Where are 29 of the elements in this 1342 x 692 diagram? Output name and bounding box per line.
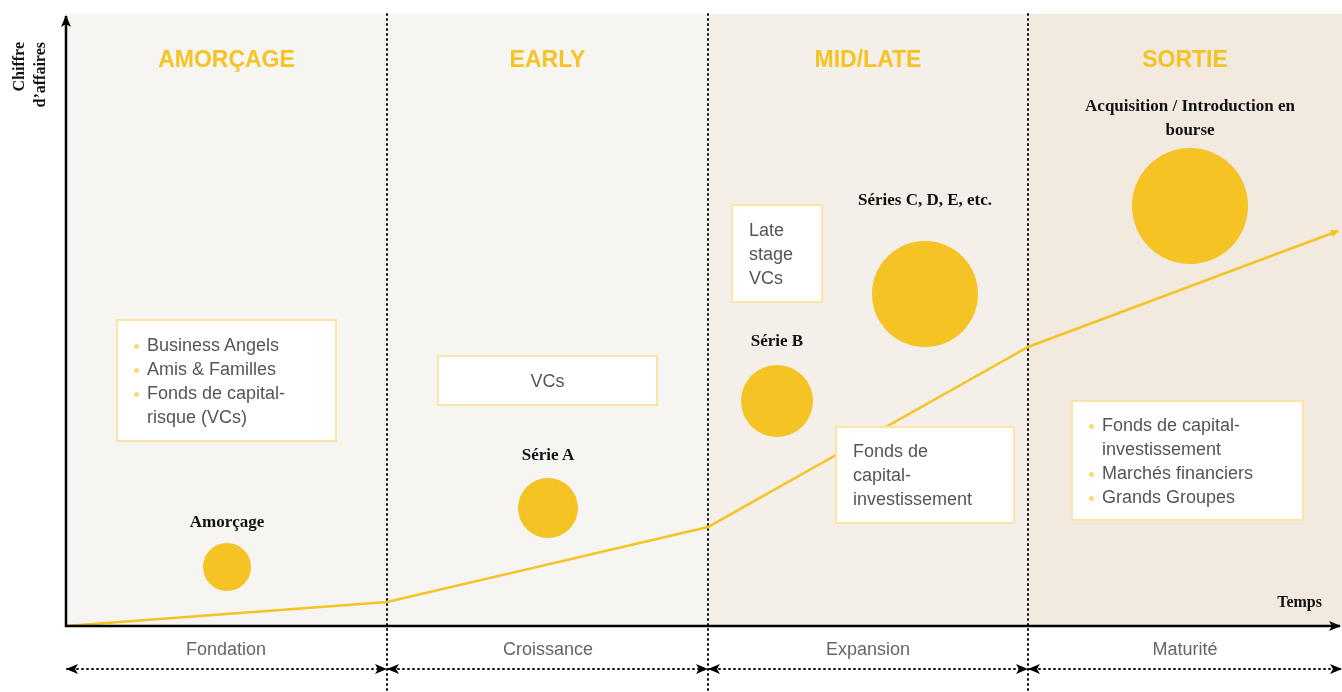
- list-item: Business Angels: [147, 333, 280, 357]
- investor-box: [835, 426, 1015, 524]
- round-label: Série B: [750, 330, 804, 352]
- list-item: Fonds de capital-risque (VCs): [147, 381, 287, 429]
- phase-label: Expansion: [824, 638, 912, 661]
- list-item: Fonds de capital-investissement: [1102, 413, 1242, 461]
- investor-box: [731, 204, 823, 303]
- phase-label: Fondation: [184, 638, 268, 661]
- investor-box: [437, 355, 658, 406]
- phase-label: Croissance: [501, 638, 594, 661]
- round-label: Acquisition / Introduction en bourse: [1084, 95, 1296, 141]
- investor-label: Late stage VCs: [749, 218, 795, 290]
- round-label: Séries C, D, E, etc.: [857, 189, 993, 211]
- axis-label: Temps: [1277, 592, 1322, 613]
- phase-heading: SORTIE: [1141, 45, 1229, 74]
- phase-label: Maturité: [1151, 638, 1219, 661]
- list-item: Marchés financiers: [1102, 461, 1254, 485]
- investor-list-box: [116, 319, 337, 442]
- investor-label: Fonds de capital-investissement: [853, 440, 974, 511]
- investor-label: VCs: [530, 369, 565, 393]
- list-item: Amis & Familles: [147, 357, 276, 381]
- phase-heading: AMORÇAGE: [157, 45, 296, 74]
- round-label: Amorçage: [189, 511, 265, 533]
- list-item: Grands Groupes: [1102, 485, 1236, 509]
- phase-heading: EARLY: [508, 45, 587, 74]
- investor-list-box: [1071, 400, 1304, 521]
- phase-heading: MID/LATE: [813, 45, 923, 74]
- round-label: Série A: [521, 444, 575, 466]
- axis-label: Chiffre d’affaires: [9, 42, 49, 110]
